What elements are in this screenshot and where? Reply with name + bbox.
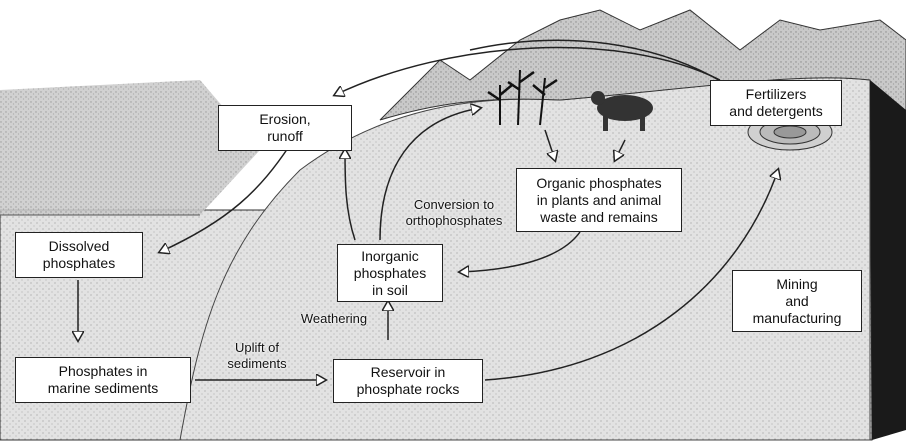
conversion-label: Conversion to orthophosphates bbox=[392, 197, 516, 229]
cliff-edge bbox=[870, 80, 906, 440]
weathering-label: Weathering bbox=[294, 311, 374, 327]
mining-manufacturing-box: Mining and manufacturing bbox=[732, 270, 862, 332]
erosion-runoff-box: Erosion, runoff bbox=[218, 105, 352, 151]
organic-phosphates-box: Organic phosphates in plants and animal … bbox=[516, 168, 682, 232]
inorganic-phosphates-box: Inorganic phosphates in soil bbox=[337, 244, 443, 302]
marine-sediments-box: Phosphates in marine sediments bbox=[15, 357, 191, 403]
phosphate-rock-reservoir-box: Reservoir in phosphate rocks bbox=[333, 359, 483, 403]
fertilizers-detergents-box: Fertilizers and detergents bbox=[710, 80, 842, 126]
dissolved-phosphates-box: Dissolved phosphates bbox=[15, 232, 143, 278]
uplift-label: Uplift of sediments bbox=[212, 340, 302, 372]
